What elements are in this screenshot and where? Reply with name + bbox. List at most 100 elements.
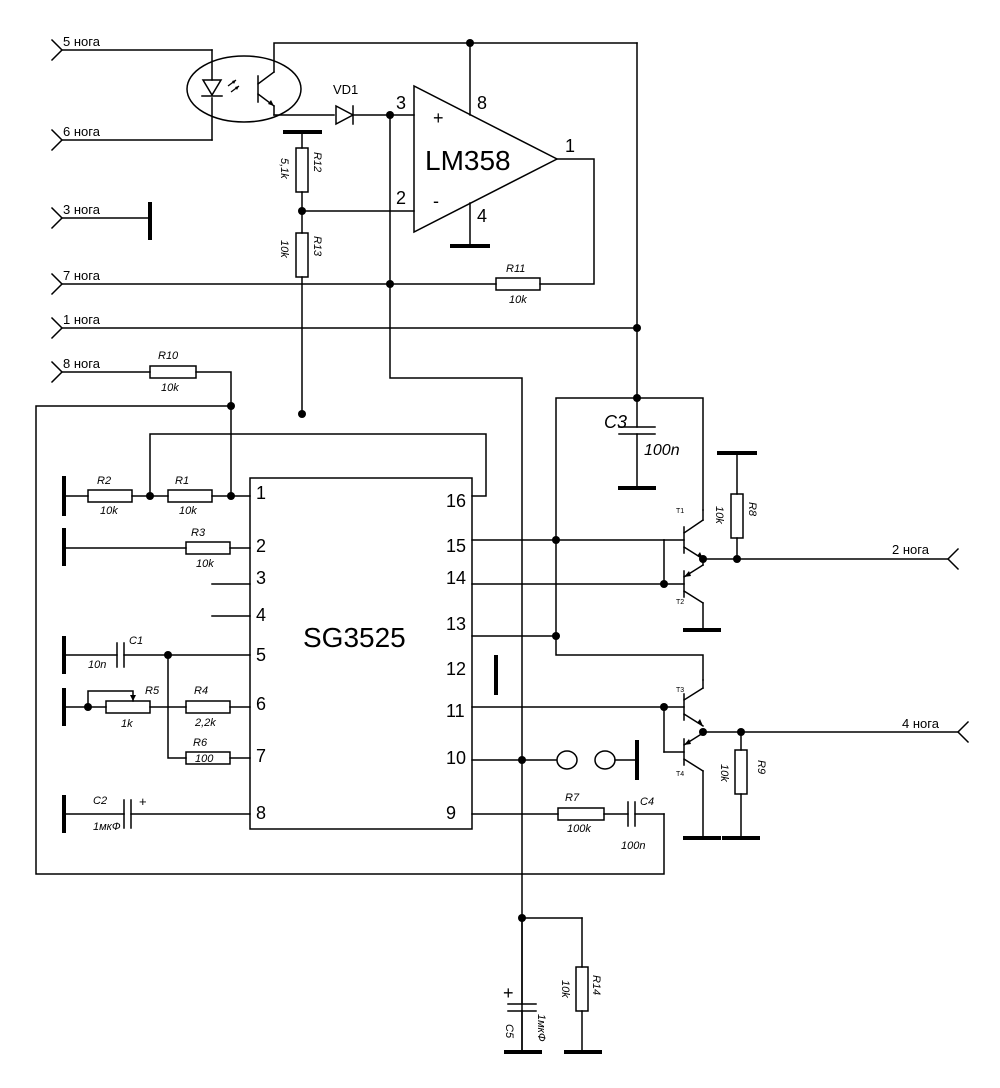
c2-value: 1мкФ [93,821,121,833]
pwm-pin-11: 11 [446,701,465,721]
junction-dots [84,39,745,922]
c5-ref: C5 [503,1024,515,1039]
opamp-pin3: 3 [396,93,406,113]
r13-ref: R13 [311,236,323,257]
resistor-r9: R9 10k [718,731,767,840]
r6-value: 100 [195,753,214,765]
opamp-name: LM358 [425,145,511,176]
resistor-r7: R7 100k [471,792,629,835]
capacitor-c1: C1 10n [62,635,251,674]
connector-leg8-label: 8 нога [63,356,101,371]
pwm-sg3525: SG3525 1 2 3 4 5 6 7 8 16 15 14 13 12 11… [249,477,473,830]
r3-value: 10k [196,558,214,570]
resistor-r2: R2 10k [62,475,133,517]
r1-ref: R1 [175,475,189,487]
r7-ref: R7 [565,792,580,804]
r9-value: 10k [718,764,730,782]
r11-ref: R11 [506,263,525,275]
t3-ref: T3 [676,687,684,694]
connector-leg6: 6 нога [50,124,213,152]
connector-leg8: 8 нога [50,356,151,384]
resistor-r14: R14 10k [559,917,602,1054]
r7-value: 100k [567,823,591,835]
c2-ref: C2 [93,795,107,807]
pwm-pin-5: 5 [256,645,266,665]
connector-leg3: 3 нога [50,202,152,240]
pwm-pin-16: 16 [446,491,466,511]
potentiometer-r5: R5 1k [62,685,187,730]
pwm-pin-7: 7 [256,746,266,766]
r5-value: 1k [121,718,133,730]
connector-leg2: 2 нога [736,542,960,571]
c3-ref: C3 [604,412,627,432]
opamp-plus: + [433,108,444,128]
r5-ref: R5 [145,685,160,697]
diode-vd1: VD1 [333,82,415,126]
c5-value: 1мкФ [535,1014,547,1042]
pwm-pin-4: 4 [256,605,266,625]
pwm-pin-2: 2 [256,536,266,556]
r11-value: 10k [509,294,527,306]
opamp-lm358: LM358 + - 3 8 1 2 4 [301,42,595,285]
c4-value: 100n [621,840,645,852]
resistor-r6: R6 100 [185,737,251,765]
c4-ref: C4 [640,796,654,808]
r14-ref: R14 [590,975,602,995]
r3-ref: R3 [191,527,206,539]
c2-polarity: + [139,794,147,809]
connector-leg5-label: 5 нога [63,34,101,49]
jumper-pads [471,740,639,780]
connector-leg1-label: 1 нога [63,312,101,327]
resistor-r3: R3 10k [62,527,251,570]
r8-value: 10k [713,506,725,524]
pwm-pin-14: 14 [446,568,466,588]
r4-ref: R4 [194,685,208,697]
t4-ref: T4 [676,771,684,778]
c3-value: 100n [644,442,680,459]
connector-leg4-label: 4 нога [902,716,940,731]
pwm-pin-8: 8 [256,803,266,823]
connector-leg5: 5 нога [50,34,213,62]
resistor-r10: R10 10k [149,350,232,497]
pwm-pin-3: 3 [256,568,266,588]
r6-ref: R6 [193,737,208,749]
r13-value: 10k [278,240,290,258]
resistor-r12: R12 5,1k [278,130,323,234]
r9-ref: R9 [755,760,767,774]
connector-leg1: 1 нога [50,312,638,340]
connector-leg7: 7 нога [50,268,497,296]
c1-value: 10n [88,659,106,671]
pwm-pin-1: 1 [256,483,266,503]
capacitor-c4: C4 100n [621,796,665,852]
r8-ref: R8 [746,502,758,517]
capacitor-c3: C3 100n [555,397,704,637]
connector-leg6-label: 6 нога [63,124,101,139]
resistor-r1: R1 10k [167,475,251,517]
t2-ref: T2 [676,599,684,606]
connector-leg4: 4 нога [702,716,970,744]
opamp-pin1: 1 [565,136,575,156]
capacitor-c2: + C2 1мкФ [62,794,251,833]
r10-ref: R10 [158,350,179,362]
r10-value: 10k [161,382,179,394]
resistor-r11: R11 10k [495,263,541,306]
pwm-pin-10: 10 [446,748,466,768]
transistor-t1: T1 [663,508,705,561]
r1-value: 10k [179,505,197,517]
c1-ref: C1 [129,635,143,647]
r2-value: 10k [100,505,118,517]
opamp-pin8: 8 [477,93,487,113]
opamp-pin2: 2 [396,188,406,208]
pwm-name: SG3525 [303,622,406,653]
t1-ref: T1 [676,508,684,515]
r12-ref: R12 [311,152,323,172]
pwm-pin-12: 12 [446,659,466,679]
c5-polarity: + [503,983,514,1003]
pwm-pin-9: 9 [446,803,456,823]
transistor-t4: T4 [663,731,721,840]
connector-leg2-label: 2 нога [892,542,930,557]
transistor-t3: T3 [663,679,705,728]
optocoupler [186,42,638,141]
r12-value: 5,1k [278,158,290,179]
